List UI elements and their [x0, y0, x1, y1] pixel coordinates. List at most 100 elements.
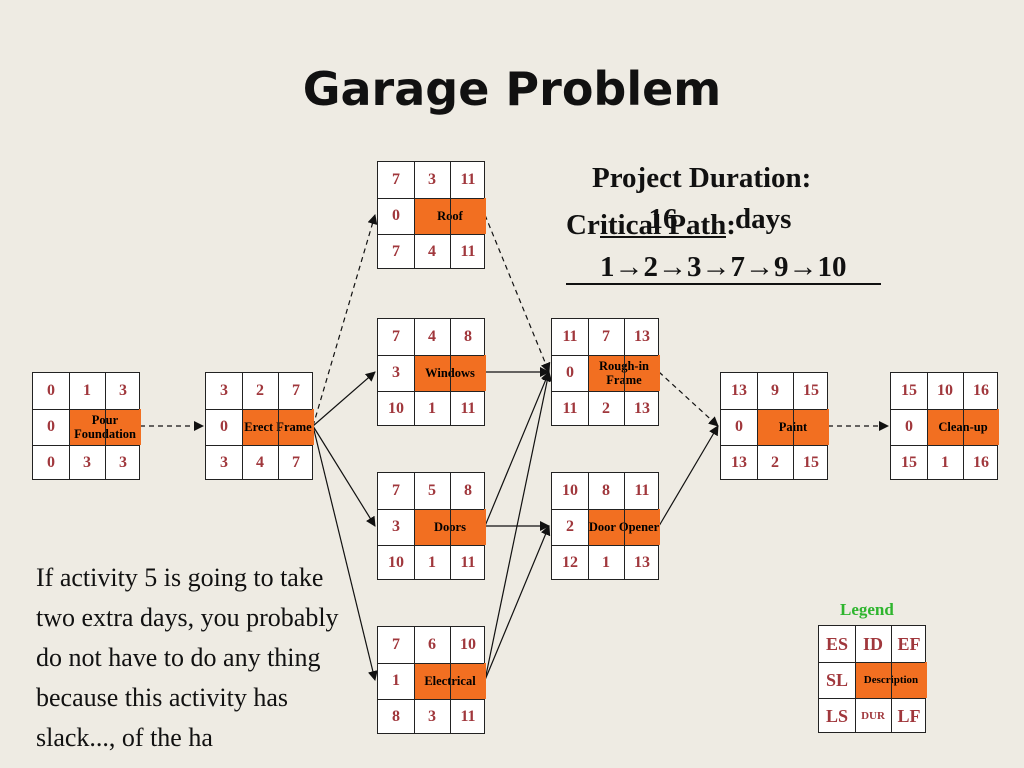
node-ef: 8 [464, 328, 472, 345]
node-grid-line [793, 373, 794, 479]
node-slack: 0 [905, 418, 913, 435]
critical-path-label: Critical Path: [566, 209, 736, 241]
node-grid-line [206, 409, 312, 410]
legend-grid-line [819, 698, 925, 699]
project-duration-label: Project Duration: [592, 162, 812, 194]
node-dur: 1 [602, 554, 610, 571]
node-ef: 7 [292, 382, 300, 399]
node-dur: 1 [941, 454, 949, 471]
node-id: 7 [602, 328, 610, 345]
node-id: 1 [83, 382, 91, 399]
node-dur: 2 [771, 454, 779, 471]
node-dur: 3 [83, 454, 91, 471]
legend-box: ES ID EF SL Description LS DUR LF [818, 625, 927, 733]
node-id: 4 [428, 328, 436, 345]
legend-es: ES [825, 633, 849, 654]
edge-rough-in-frame-to-paint [658, 371, 719, 427]
node-ef: 8 [464, 482, 472, 499]
node-lf: 11 [460, 554, 476, 571]
node-grid-line [624, 473, 625, 579]
node-id: 2 [256, 382, 264, 399]
node-dur: 3 [428, 708, 436, 725]
node-id: 5 [428, 482, 436, 499]
node-ef: 3 [119, 382, 127, 399]
node-id: 9 [771, 382, 779, 399]
node-grid-line [105, 373, 106, 479]
node-grid-line [721, 409, 827, 410]
node-es: 11 [562, 328, 578, 345]
node-grid-line [552, 391, 658, 392]
node-grid-line [378, 509, 484, 510]
activity-node-clean-up: 1510160Clean-up15116 [890, 372, 999, 480]
node-es: 7 [392, 482, 400, 499]
node-grid-line [450, 473, 451, 579]
legend-ef: EF [897, 633, 921, 654]
node-es: 7 [392, 328, 400, 345]
node-grid-line [963, 373, 964, 479]
project-duration-value: 16 [600, 202, 726, 238]
node-grid-line [927, 373, 928, 479]
node-lf: 11 [460, 708, 476, 725]
node-ls: 10 [388, 554, 404, 571]
node-ef: 15 [803, 382, 819, 399]
node-grid-line [552, 545, 658, 546]
node-grid-line [891, 445, 997, 446]
node-grid-line [721, 445, 827, 446]
node-es: 15 [901, 382, 917, 399]
activity-node-doors: 7583Doors10111 [377, 472, 486, 580]
node-es: 10 [562, 482, 578, 499]
node-grid-line [378, 234, 484, 235]
legend-id: ID [862, 633, 883, 654]
node-grid-line [378, 355, 484, 356]
node-es: 7 [392, 171, 400, 188]
node-grid-line [414, 319, 415, 425]
explanation-note: If activity 5 is going to take two extra… [36, 563, 339, 752]
node-grid-line [378, 198, 484, 199]
node-ef: 13 [634, 328, 650, 345]
edge-doors-to-rough-in-frame [484, 371, 551, 527]
node-grid-line [378, 699, 484, 700]
node-slack: 1 [392, 672, 400, 689]
legend-dur: DUR [861, 710, 885, 722]
node-id: 10 [937, 382, 953, 399]
node-lf: 3 [119, 454, 127, 471]
activity-node-pour-foundation: 0130Pour Foundation033 [32, 372, 141, 480]
legend-grid-line [819, 662, 925, 663]
node-grid-line [450, 627, 451, 733]
node-grid-line [414, 627, 415, 733]
legend-grid-line [855, 626, 856, 732]
edge-erect-frame-to-roof [312, 214, 378, 427]
critical-path-text: 1→2→3→7→9→10 [600, 251, 847, 285]
node-slack: 0 [566, 364, 574, 381]
node-ls: 10 [388, 400, 404, 417]
node-dur: 1 [428, 554, 436, 571]
node-ls: 0 [47, 454, 55, 471]
node-ef: 11 [460, 171, 476, 188]
node-ef: 16 [973, 382, 989, 399]
node-slack: 0 [220, 418, 228, 435]
node-slack: 0 [47, 418, 55, 435]
node-ls: 11 [562, 400, 578, 417]
node-grid-line [378, 545, 484, 546]
node-dur: 2 [602, 400, 610, 417]
edge-erect-frame-to-doors [312, 425, 376, 527]
node-grid-line [378, 391, 484, 392]
edge-erect-frame-to-windows [312, 371, 376, 427]
node-slack: 0 [392, 207, 400, 224]
node-grid-line [242, 373, 243, 479]
node-slack: 2 [566, 518, 574, 535]
node-grid-line [450, 319, 451, 425]
node-grid-line [33, 409, 139, 410]
node-lf: 13 [634, 400, 650, 417]
node-dur: 4 [428, 243, 436, 260]
node-dur: 4 [256, 454, 264, 471]
page-title: Garage Problem [302, 62, 722, 116]
node-grid-line [33, 445, 139, 446]
node-ls: 15 [901, 454, 917, 471]
node-es: 3 [220, 382, 228, 399]
node-id: 6 [428, 636, 436, 653]
legend-title: Legend [840, 600, 894, 619]
activity-node-paint: 139150Paint13215 [720, 372, 829, 480]
